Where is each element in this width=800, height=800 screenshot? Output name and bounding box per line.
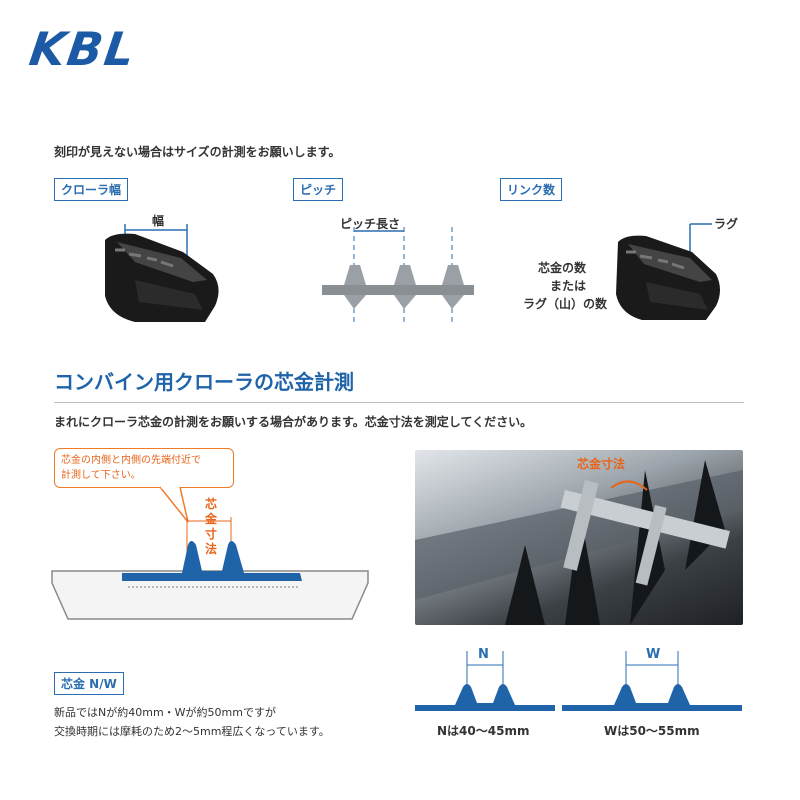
tag-pitch: ピッチ [293,178,344,201]
w-caption: Wは50〜55mm [604,724,700,738]
link-count-illustration [616,223,720,320]
nw-description: 新品ではNが約40mm・Wが約50mmですが 交換時期には摩耗のため2〜5mm程… [54,703,330,741]
section-description: まれにクローラ芯金の計測をお願いする場合があります。芯金寸法を測定してください。 [54,415,533,429]
n-diagram [415,651,555,711]
measurement-callout: 芯金の内側と内側の先端付近で 計測して下さい。 [54,448,234,488]
core-cross-section [51,517,369,620]
callout-line-2: 計測して下さい。 [61,470,141,481]
pitch-illustration [322,227,474,323]
core-dim-char: 金 [204,512,217,526]
nw-line-1: 新品ではNが約40mm・Wが約50mmですが [54,706,276,719]
callout-pointer [159,486,189,523]
core-dim-char: 芯 [204,497,217,511]
n-caption: Nは40〜45mm [437,724,530,738]
core-dim-char: 寸 [204,527,217,541]
section-title: コンバイン用クローラの芯金計測 [54,370,354,394]
tag-core-nw: 芯金 N/W [54,672,124,695]
label-width: 幅 [152,214,165,228]
tag-crawler-width: クローラ幅 [54,178,129,201]
core-dim-char: 法 [204,542,217,556]
kbl-logo: KBL [26,22,140,76]
n-letter: N [478,647,489,662]
callout-line-1: 芯金の内側と内側の先端付近で [61,455,201,466]
label-or: または [550,279,587,293]
label-lug: ラグ [714,217,739,231]
label-pitch-length: ピッチ長さ [340,217,401,231]
label-core-count: 芯金の数 [538,261,587,275]
intro-text: 刻印が見えない場合はサイズの計測をお願いします。 [54,145,341,159]
w-letter: W [646,647,661,662]
core-measurement-photo [415,450,743,625]
w-diagram [562,651,742,711]
photo-core-dimension-label: 芯金寸法 [577,457,626,471]
label-lug-count: ラグ（山）の数 [523,297,608,311]
crawler-width-illustration [105,224,219,322]
section-divider [54,402,744,403]
nw-line-2: 交換時期には摩耗のため2〜5mm程広くなっています。 [54,725,330,738]
tag-link-count: リンク数 [500,178,563,201]
core-dimension-label: 芯 金 寸 法 [204,497,218,557]
